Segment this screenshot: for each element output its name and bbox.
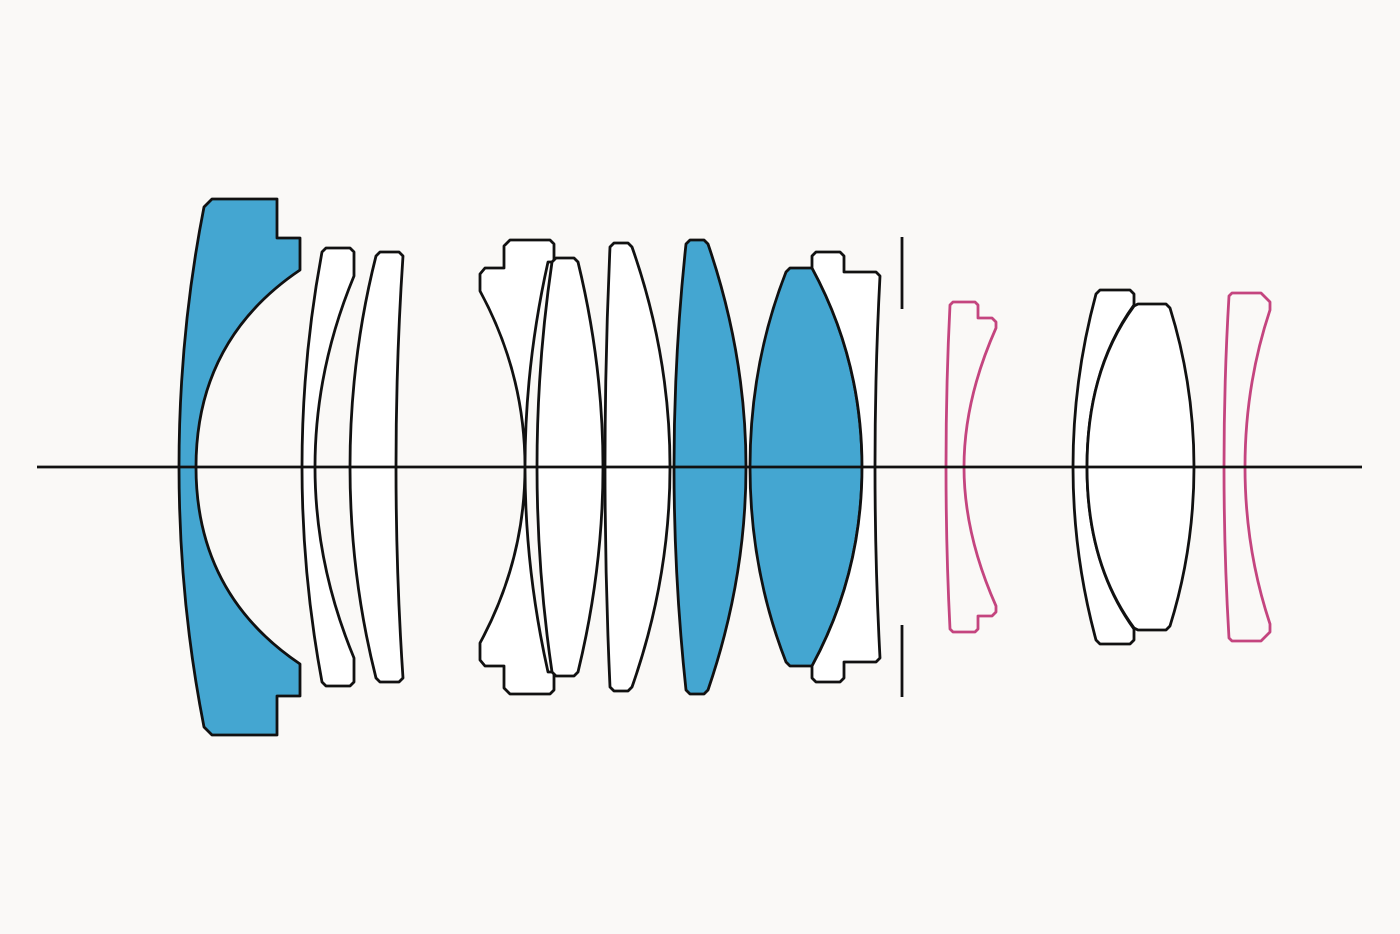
lens-element-2: [300, 246, 356, 688]
lens-element-13: [1222, 291, 1272, 643]
lens-element-4: [478, 238, 556, 696]
lens-element-1: [177, 197, 302, 737]
lens-element-9: [810, 250, 882, 684]
lens-element-10: [944, 300, 998, 634]
